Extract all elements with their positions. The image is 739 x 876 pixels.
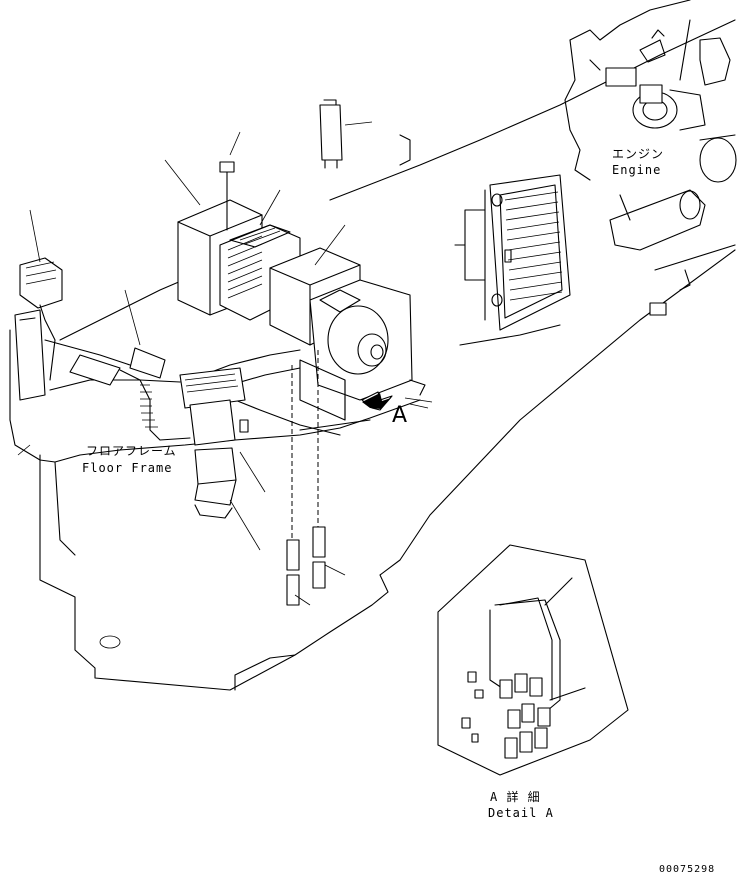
leader-lines xyxy=(17,121,373,606)
detail-a-illustration xyxy=(437,544,629,776)
floor-frame-label-jp: フロアフレーム xyxy=(86,444,177,458)
floor-frame-label-en: Floor Frame xyxy=(82,461,173,475)
detail-a-connectors xyxy=(461,671,551,759)
floor-frame-outline xyxy=(9,19,736,691)
engine-label-en: Engine xyxy=(612,163,662,177)
part-number: 00075298 xyxy=(659,864,716,875)
detail-a-title-en: Detail A xyxy=(488,806,554,820)
detail-a-title-jp: A 詳 細 xyxy=(490,790,541,804)
detail-a-marker: A xyxy=(392,403,409,428)
aircon-unit-illustration xyxy=(177,99,433,606)
condenser-illustration xyxy=(454,174,571,331)
engine-label-jp: エンジン xyxy=(612,147,665,161)
duct-illustration xyxy=(14,257,393,506)
engine-illustration xyxy=(564,0,737,316)
